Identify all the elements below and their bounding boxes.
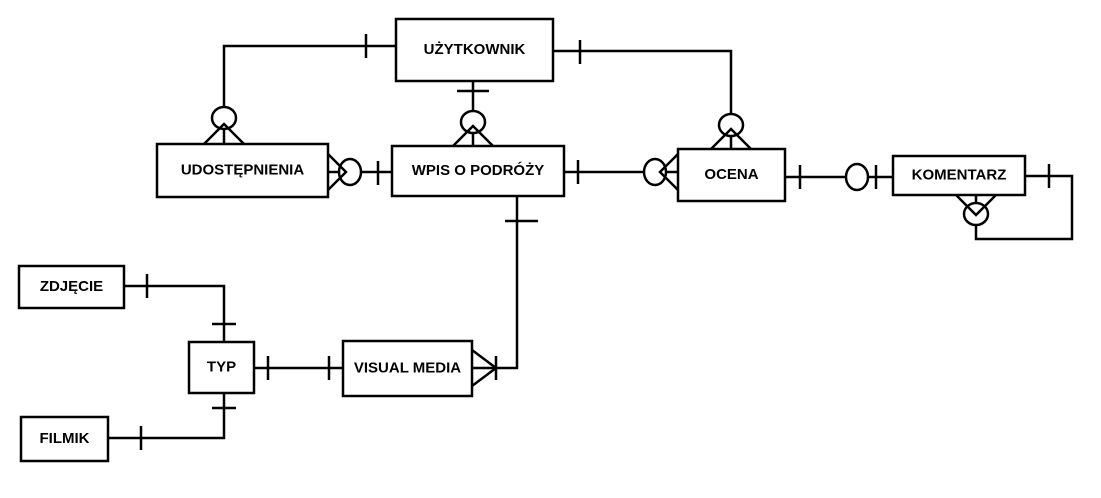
entity-label: UDOSTĘPNIENIA: [181, 161, 305, 178]
entity-label: FILMIK: [40, 430, 90, 447]
entity-typ[interactable]: TYP: [187, 340, 256, 395]
entity-visual-media[interactable]: VISUAL MEDIA: [341, 339, 474, 398]
line-filmik-typ: [108, 393, 226, 440]
optional-circle-wpis-top: [459, 109, 487, 135]
crowfoot-wpis-top: [452, 124, 494, 147]
entity-label: VISUAL MEDIA: [354, 359, 461, 376]
line-uzytkownik-ocena: [553, 49, 733, 149]
entity-filmik[interactable]: FILMIK: [19, 415, 110, 463]
optional-circle-komentarz-left: [844, 162, 870, 192]
crowfoot-udostepnienia-right: [327, 153, 348, 191]
crowfoot-komentarz-bottom: [955, 194, 997, 217]
optional-circle-ocena-top: [717, 112, 745, 138]
entity-label: OCENA: [704, 166, 758, 183]
entity-label: TYP: [207, 358, 236, 375]
line-wpis-visual-media: [472, 196, 519, 370]
line-uzytkownik-udostepnienia: [222, 44, 396, 144]
entity-label: ZDJĘCIE: [40, 278, 103, 295]
line-zdjecie-typ: [124, 284, 226, 342]
entity-label: UŻYTKOWNIK: [424, 41, 526, 58]
cardinality-symbols: [139, 34, 1051, 450]
entity-label: WPIS O PODRÓŻY: [412, 161, 545, 179]
entity-uzytkownik[interactable]: UŻYTKOWNIK: [394, 17, 555, 83]
entity-ocena[interactable]: OCENA: [676, 147, 787, 203]
entity-label: KOMENTARZ: [912, 166, 1007, 183]
crowfoot-udostepnienia-top: [203, 122, 245, 145]
entity-udostepnienia[interactable]: UDOSTĘPNIENIA: [155, 142, 330, 199]
entity-wpis-o-podrozy[interactable]: WPIS O PODRÓŻY: [390, 144, 566, 198]
optional-circle-udostepnienia-top: [210, 105, 238, 131]
entity-zdjecie[interactable]: ZDJĘCIE: [17, 264, 126, 310]
optional-circle-udostepnienia-right: [337, 157, 363, 187]
crowfoot-ocena-top: [710, 127, 752, 150]
crowfoot-ocena-left: [658, 153, 679, 191]
optional-circle-ocena-left: [642, 157, 668, 187]
entity-komentarz[interactable]: KOMENTARZ: [891, 154, 1027, 197]
